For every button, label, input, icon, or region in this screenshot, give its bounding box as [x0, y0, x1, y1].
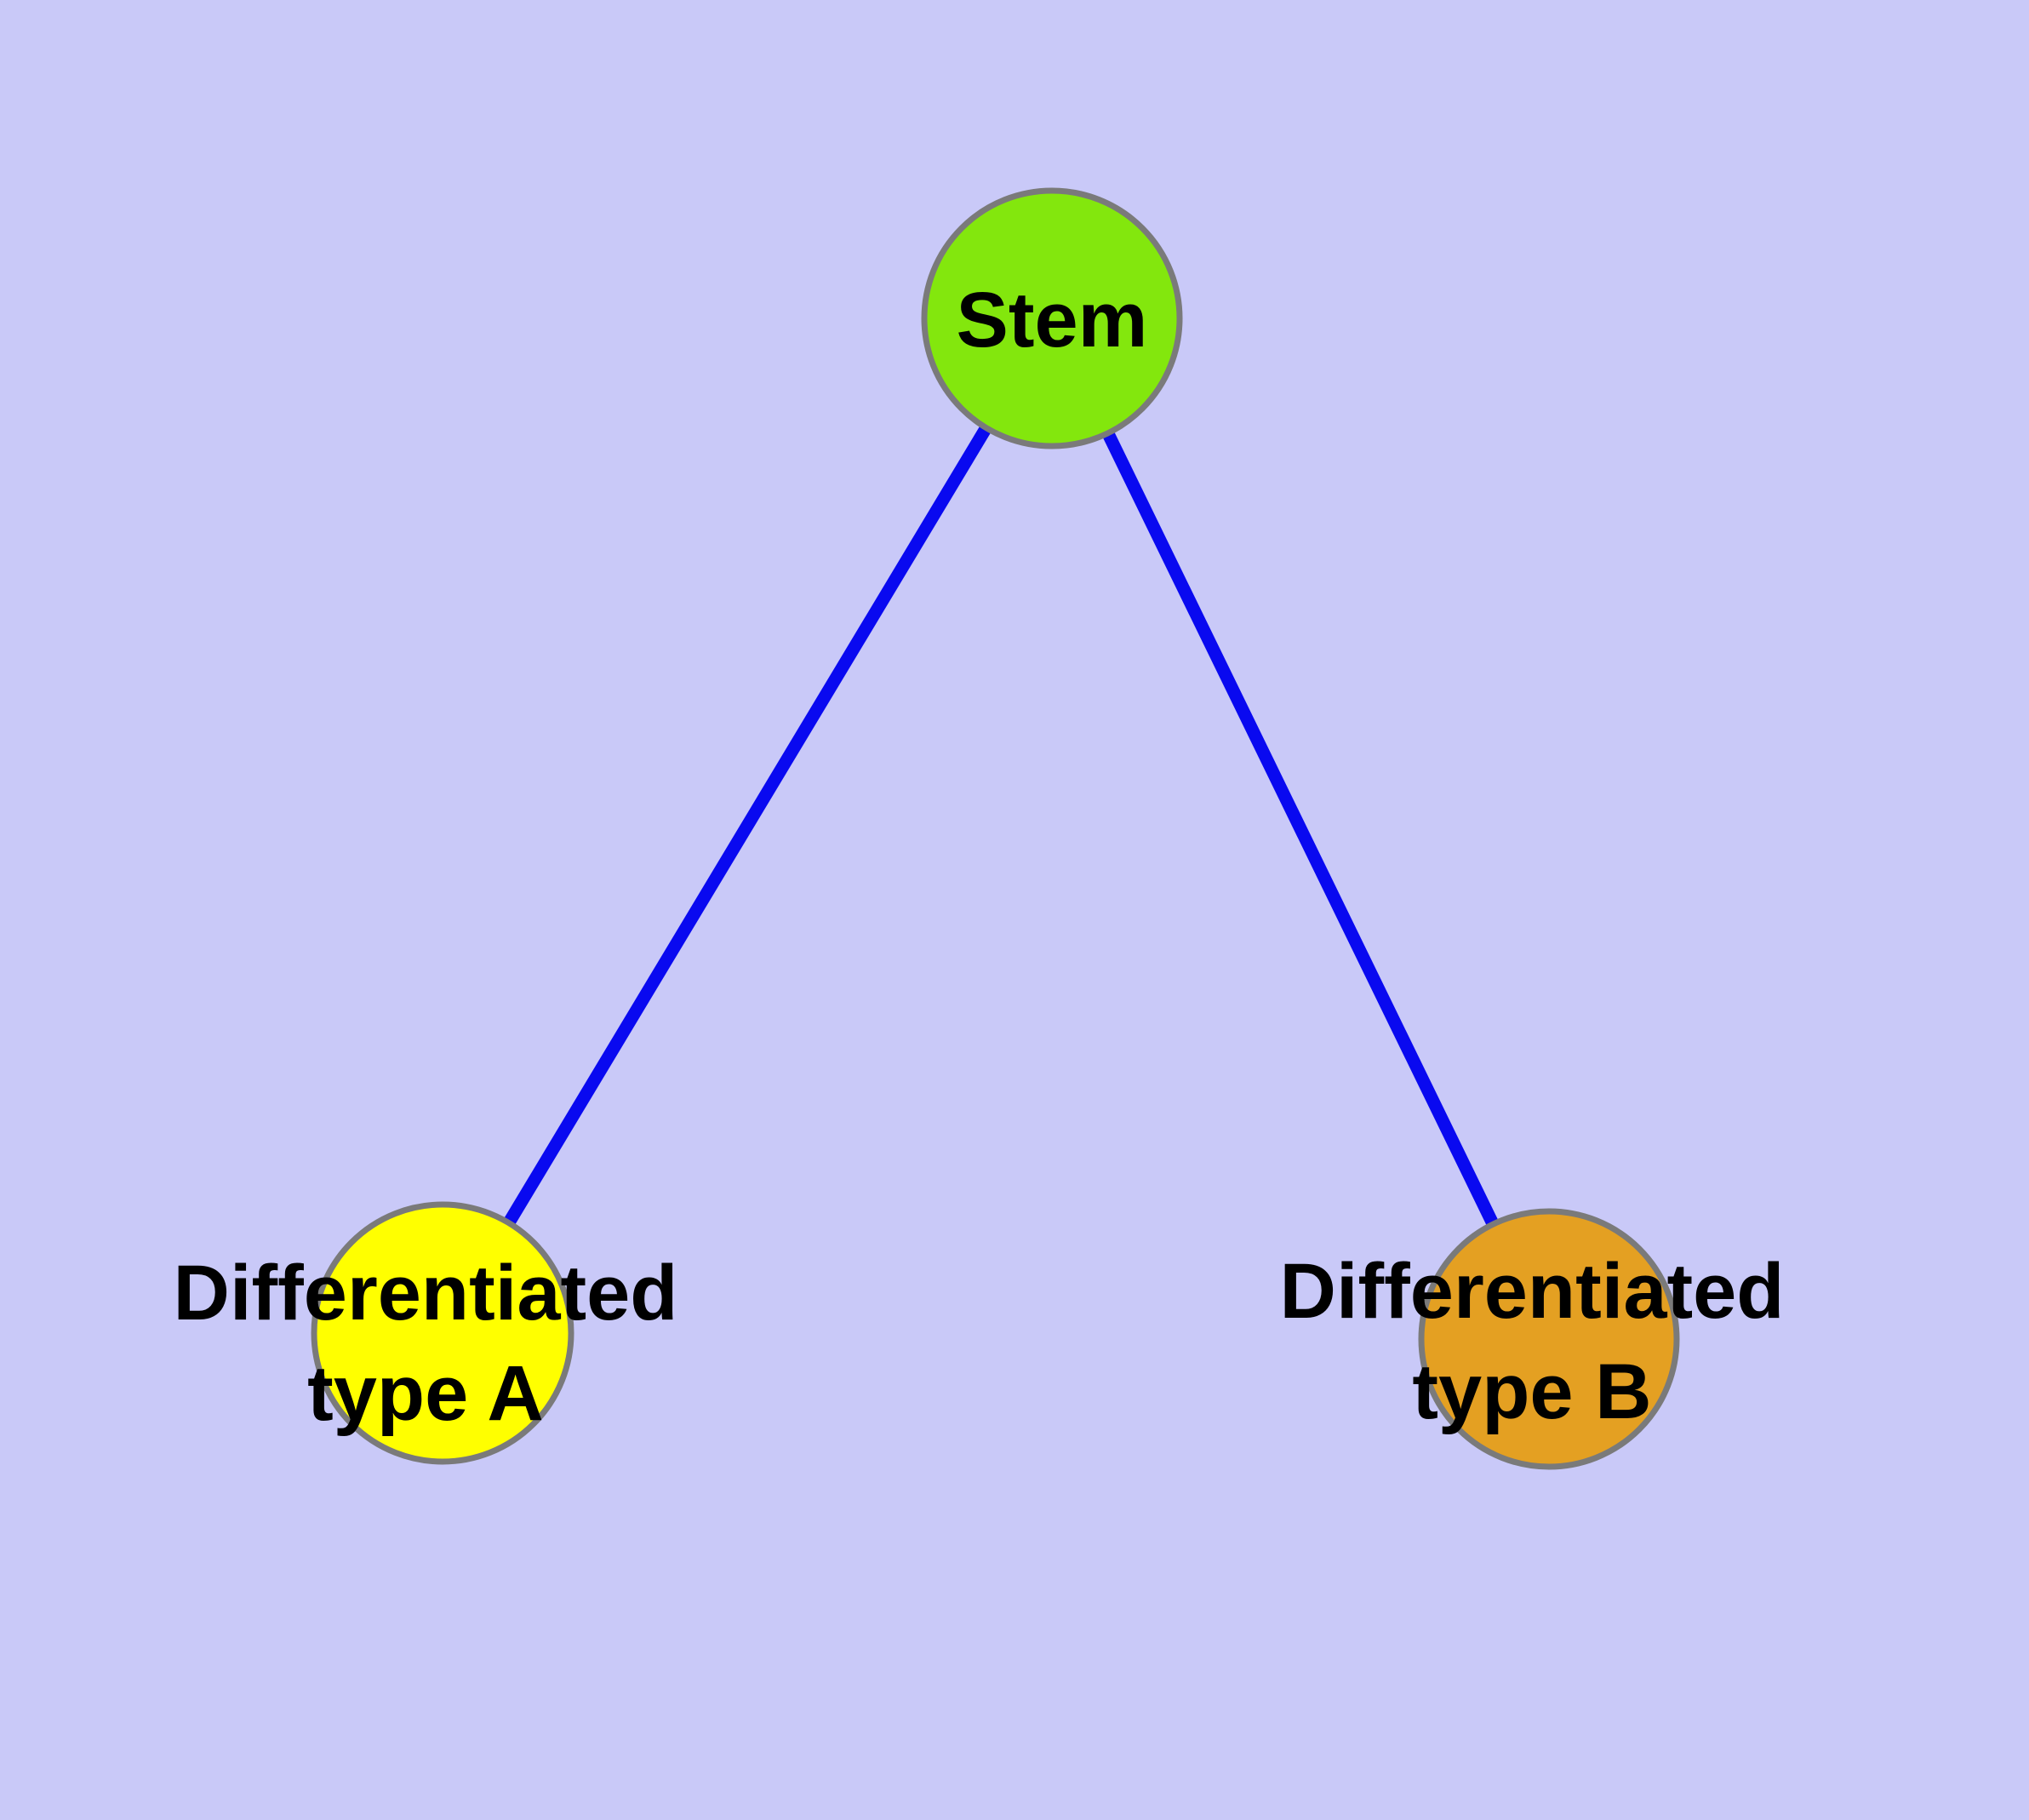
stem-node: [921, 187, 1183, 449]
edge-stem-to-type-a: [437, 315, 1058, 1336]
type-a-node-circle: [311, 1201, 574, 1465]
type-b-node-circle: [1418, 1208, 1680, 1470]
type-b-node: [1418, 1208, 1680, 1470]
edge-stem-to-type-b: [1046, 315, 1555, 1342]
type-a-node: [311, 1201, 574, 1465]
stem-node-circle: [921, 187, 1183, 449]
